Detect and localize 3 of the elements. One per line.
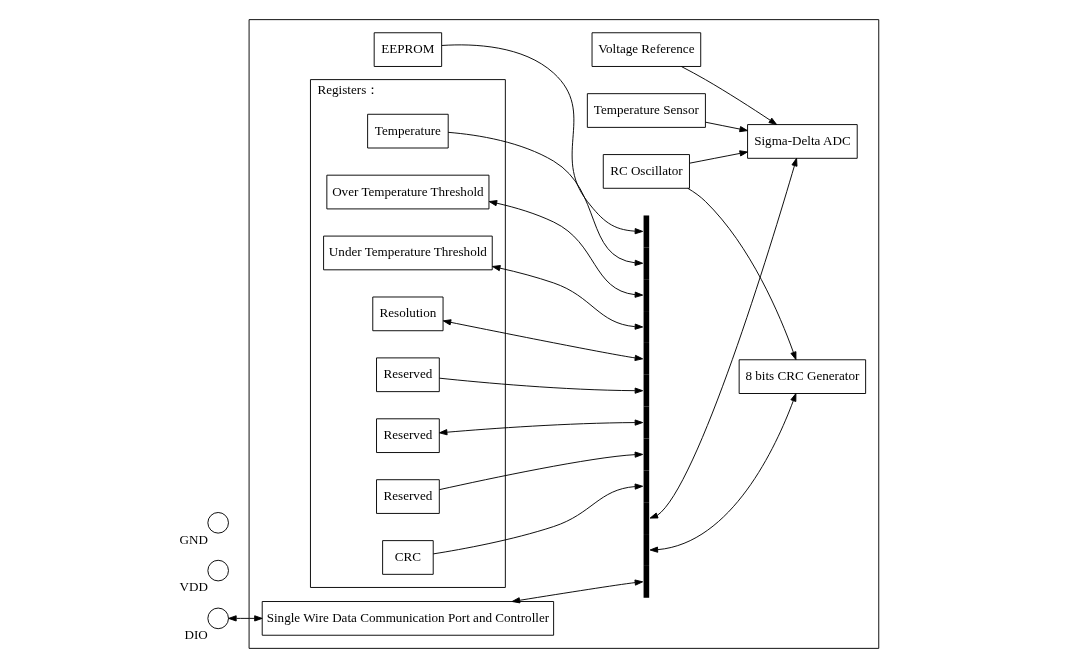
node-label: VDD <box>179 579 208 595</box>
node-label: GND <box>179 531 208 547</box>
node-label: DIO <box>183 627 208 643</box>
